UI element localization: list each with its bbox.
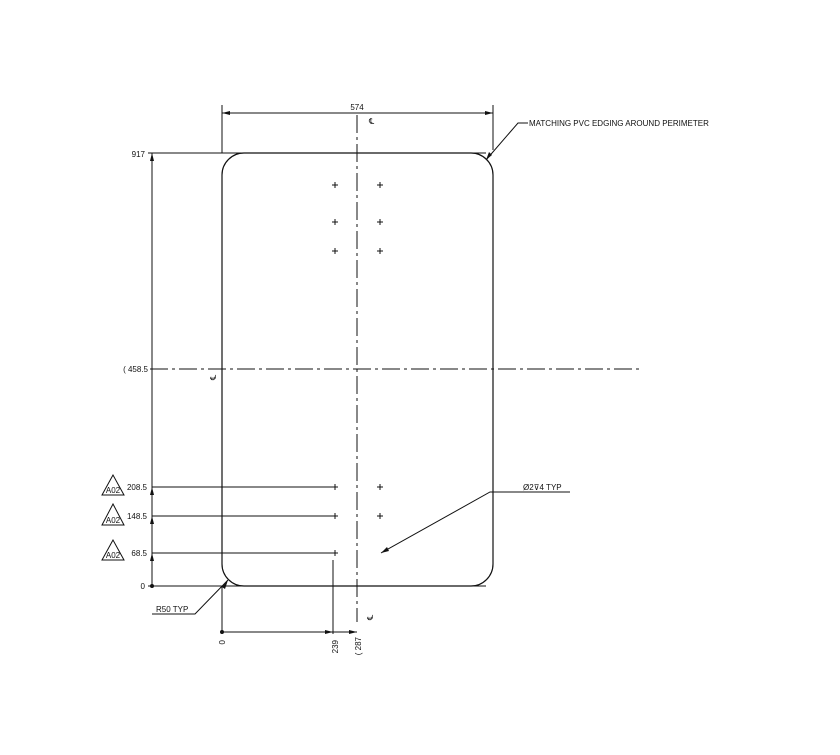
hole-markers xyxy=(332,182,383,556)
width-label: 574 xyxy=(350,103,364,112)
half-height-label: ( 458.5 xyxy=(123,365,148,374)
svg-text:A02: A02 xyxy=(106,516,121,525)
height-label: 917 xyxy=(132,150,146,159)
edging-leader: MATCHING PVC EDGING AROUND PERIMETER xyxy=(485,119,709,161)
svg-text:A02: A02 xyxy=(106,486,121,495)
revision-tag: A02 xyxy=(101,502,125,526)
centerline-symbol-top: ℄ xyxy=(368,117,375,126)
dim-label: 68.5 xyxy=(131,549,147,558)
dim-label: 208.5 xyxy=(127,483,148,492)
width-dimension: 574 xyxy=(221,103,494,153)
revision-tag: A02 xyxy=(101,473,125,496)
dim-label: 0 xyxy=(218,639,227,644)
dim-label: 148.5 xyxy=(127,512,148,521)
edging-note: MATCHING PVC EDGING AROUND PERIMETER xyxy=(529,119,709,128)
dim-label: ( 287 xyxy=(354,636,363,655)
dim-label: 0 xyxy=(141,582,146,591)
dim-label: 239 xyxy=(331,639,340,653)
hole-note: Ø2⊽4 TYP xyxy=(523,483,562,492)
revision-tag: A02 xyxy=(101,538,125,561)
radius-leader: R50 TYP xyxy=(152,579,229,615)
height-dimensions: 917 ( 458.5 208.5 148.5 68.5 0 xyxy=(123,150,486,591)
hole-leader: Ø2⊽4 TYP xyxy=(380,483,570,554)
centerline-symbol-left: ℄ xyxy=(209,374,218,381)
radius-note: R50 TYP xyxy=(156,605,188,614)
svg-text:A02: A02 xyxy=(106,551,121,560)
bottom-dimensions: 0 239 ( 287 ℄ xyxy=(218,560,375,655)
centerline-symbol-bottom: ℄ xyxy=(366,614,375,621)
